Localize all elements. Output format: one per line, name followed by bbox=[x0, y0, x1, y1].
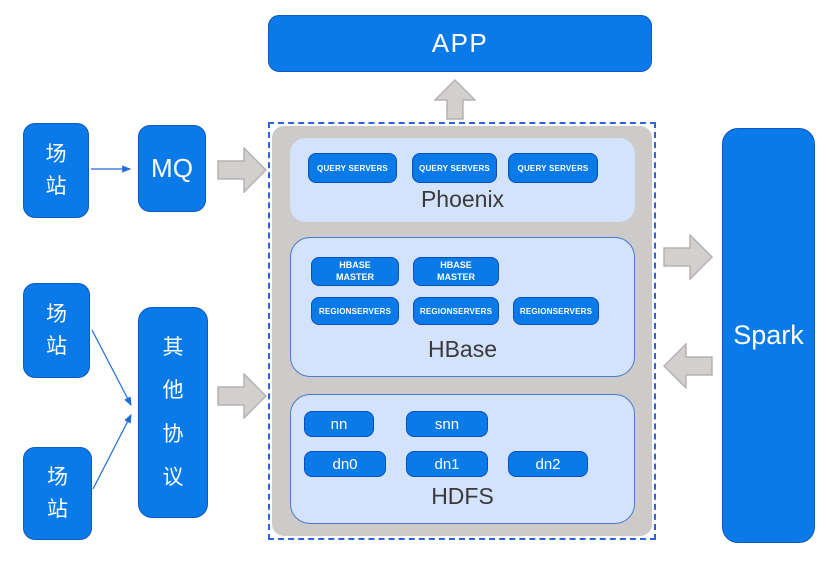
query-server-node-3: QUERY SERVERS bbox=[508, 153, 598, 183]
hdfs-panel: nn snn dn0 dn1 dn2 HDFS bbox=[290, 394, 635, 524]
regionserver-node-3: REGIONSERVERS bbox=[513, 297, 599, 325]
query-server-node-1: QUERY SERVERS bbox=[308, 153, 397, 183]
hdfs-dn1-node: dn1 bbox=[406, 451, 488, 477]
cluster-container: QUERY SERVERS QUERY SERVERS QUERY SERVER… bbox=[268, 122, 656, 540]
hbase-master-node-2: HBASE MASTER bbox=[413, 257, 499, 286]
spark-node: Spark bbox=[722, 128, 815, 543]
other-protocol-node: 其他协议 bbox=[138, 307, 208, 518]
other-protocol-label: 其他协议 bbox=[162, 336, 184, 489]
hdfs-dn0-node: dn0 bbox=[304, 451, 386, 477]
app-label: APP bbox=[431, 28, 489, 58]
mq-label: MQ bbox=[151, 153, 193, 183]
connector-station3-to-protocol bbox=[92, 413, 132, 490]
hdfs-snn-node: snn bbox=[406, 411, 488, 437]
hbase-label: HBase bbox=[427, 336, 498, 362]
connector-station2-to-protocol bbox=[91, 329, 132, 407]
station-2-label: 场站 bbox=[46, 303, 67, 358]
query-server-node-2: QUERY SERVERS bbox=[412, 153, 497, 183]
arrow-spark-to-cluster-icon bbox=[663, 343, 713, 389]
arrow-cluster-to-app-icon bbox=[434, 79, 476, 120]
hdfs-label: HDFS bbox=[431, 483, 494, 509]
phoenix-label: Phoenix bbox=[420, 186, 505, 212]
hbase-master-node-1: HBASE MASTER bbox=[311, 257, 399, 286]
app-node: APP bbox=[268, 15, 652, 72]
station-node-2: 场站 bbox=[23, 283, 90, 378]
arrow-mq-to-cluster-icon bbox=[217, 147, 267, 193]
station-3-label: 场站 bbox=[47, 466, 68, 521]
hdfs-nn-node: nn bbox=[304, 411, 374, 437]
regionserver-node-2: REGIONSERVERS bbox=[413, 297, 499, 325]
station-node-1: 场站 bbox=[23, 123, 89, 218]
hdfs-dn2-node: dn2 bbox=[508, 451, 588, 477]
mq-node: MQ bbox=[138, 125, 206, 212]
spark-label: Spark bbox=[733, 320, 804, 350]
arrow-protocol-to-cluster-icon bbox=[217, 373, 267, 419]
station-1-label: 场站 bbox=[45, 143, 67, 198]
hbase-panel: HBASE MASTER HBASE MASTER REGIONSERVERS … bbox=[290, 237, 635, 377]
phoenix-panel: QUERY SERVERS QUERY SERVERS QUERY SERVER… bbox=[290, 138, 635, 222]
arrow-cluster-to-spark-icon bbox=[663, 234, 713, 280]
regionserver-node-1: REGIONSERVERS bbox=[311, 297, 399, 325]
station-node-3: 场站 bbox=[23, 447, 92, 540]
